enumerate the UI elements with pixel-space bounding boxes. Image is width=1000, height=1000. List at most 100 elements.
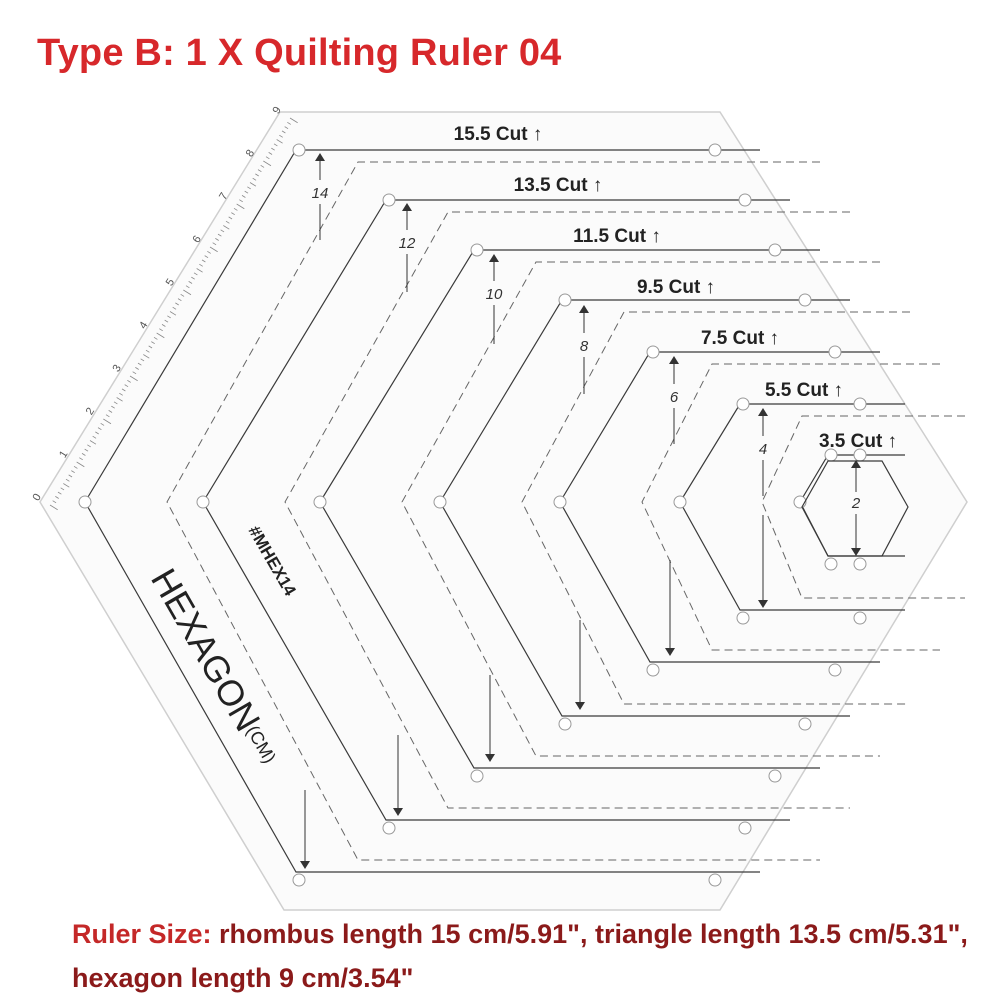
ruler-hole (553, 495, 567, 509)
scale-tick (49, 504, 58, 511)
scale-tick (231, 212, 235, 216)
ruler-hole (853, 397, 867, 411)
ruler-hole (708, 873, 722, 887)
ruler-hole (768, 243, 782, 257)
scale-tick (180, 293, 185, 297)
finished-size-label: 8 (580, 338, 589, 355)
scale-tick (252, 177, 257, 181)
scale-tick (124, 384, 129, 388)
scale-tick (209, 246, 218, 253)
scale-tick (73, 465, 78, 469)
scale-tick (281, 130, 286, 134)
scale-tick (276, 139, 283, 144)
scale-tick (65, 478, 70, 482)
scale-tick (95, 431, 99, 435)
ruler-hole (708, 143, 722, 157)
finished-size-label: 14 (312, 185, 329, 202)
finished-size-label: 2 (851, 495, 861, 512)
scale-tick (148, 345, 153, 349)
scale-tick (97, 427, 102, 431)
ruler-hole (196, 495, 210, 509)
scale-tick (161, 324, 166, 327)
scale-tick (108, 410, 113, 413)
ruler-hole (470, 769, 484, 783)
scale-tick (164, 319, 169, 323)
ruler-hole (798, 293, 812, 307)
scale-tick (159, 328, 163, 332)
scale-tick (244, 190, 249, 194)
cut-label: 11.5 Cut ↑ (573, 226, 661, 247)
cut-label: 9.5 Cut ↑ (637, 277, 715, 298)
scale-tick (55, 496, 59, 499)
seam-line (166, 161, 820, 861)
scale-tick-label: 1 (57, 449, 70, 461)
scale-tick (87, 444, 91, 448)
scale-tick (127, 379, 131, 383)
ruler-hole (736, 611, 750, 625)
scale-tick (89, 440, 97, 445)
ruler-hole (382, 193, 396, 207)
scale-tick (81, 453, 86, 456)
ruler-hole (313, 495, 327, 509)
cut-label: 3.5 Cut ↑ (819, 431, 897, 452)
cut-label: 7.5 Cut ↑ (701, 328, 779, 349)
scale-tick (271, 147, 275, 151)
scale-tick (143, 354, 150, 359)
scale-tick (156, 332, 165, 339)
scale-tick (145, 349, 150, 353)
ruler-hole (853, 611, 867, 625)
ruler-hole (558, 717, 572, 731)
scale-tick (255, 173, 259, 177)
scale-tick (265, 156, 270, 160)
scale-tick (153, 336, 158, 340)
scale-tick (284, 126, 289, 130)
scale-tick (60, 487, 65, 491)
ruler-hole (828, 345, 842, 359)
scale-tick (175, 302, 179, 306)
scale-tick (137, 362, 142, 366)
finished-size-label: 4 (759, 441, 767, 458)
scale-tick-label: 9 (270, 105, 283, 117)
seam-line (761, 415, 965, 599)
ruler-hole (292, 873, 306, 887)
scale-tick (68, 474, 73, 478)
scale-tick (207, 250, 211, 254)
scale-tick (113, 401, 118, 405)
scale-tick (100, 422, 105, 426)
ruler-hole (646, 663, 660, 677)
scale-tick (212, 242, 217, 246)
cut-guides (78, 143, 965, 887)
scale-tick-label: 8 (244, 148, 257, 160)
inner-hexagon (801, 460, 909, 557)
scale-tick (132, 371, 137, 375)
seam-line (521, 311, 910, 705)
scale-tick-label: 3 (110, 363, 123, 375)
scale-tick (169, 311, 177, 316)
scale-tick (236, 203, 245, 210)
scale-tick-label: 2 (84, 406, 97, 418)
scale-tick (249, 182, 257, 187)
seam-line (401, 261, 880, 757)
scale-tick (215, 238, 219, 241)
scale-tick (135, 367, 139, 370)
scale-tick (193, 272, 198, 276)
scale-tick (183, 289, 192, 296)
scale-tick-label: 7 (217, 191, 230, 203)
scale-tick (71, 470, 75, 474)
ruler-hole (673, 495, 687, 509)
scale-tick-label: 5 (164, 277, 177, 289)
scale-tick (257, 169, 262, 173)
scale-tick (201, 259, 206, 263)
finished-size-label: 12 (399, 235, 416, 252)
scale-tick (199, 263, 203, 267)
caption-label: Ruler Size: (72, 919, 212, 949)
scale-tick (260, 164, 265, 168)
ruler-hole (78, 495, 92, 509)
scale-tick (92, 435, 97, 439)
scale-tick (185, 285, 190, 289)
finished-size-label: 6 (670, 389, 679, 406)
ruler-hole (768, 769, 782, 783)
scale-tick (129, 375, 138, 382)
